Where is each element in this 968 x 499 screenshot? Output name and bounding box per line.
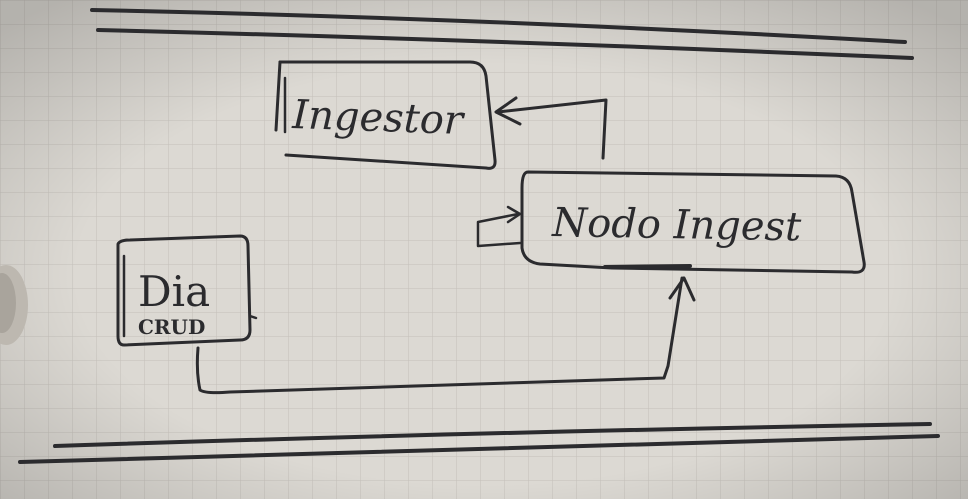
- edge-dia-to-nodo: [195, 276, 696, 395]
- top-rule-2: [96, 28, 914, 60]
- ingestor-label: Ingestor: [291, 92, 467, 144]
- bottom-rule-2: [18, 434, 940, 464]
- nodo-ingest-label: Nodo Ingest: [551, 200, 803, 250]
- edge-nodo-to-ingestor: [494, 96, 608, 160]
- ingestor-box: [274, 60, 497, 170]
- edge-self-loop: [476, 205, 522, 248]
- bottom-rule-1: [53, 422, 932, 448]
- top-rule-1: [90, 8, 907, 44]
- dia-label: Dia: [138, 267, 210, 316]
- crud-label: CRUD: [138, 315, 205, 339]
- nodo-ingest-box: [520, 170, 866, 274]
- dia-box: [116, 234, 258, 347]
